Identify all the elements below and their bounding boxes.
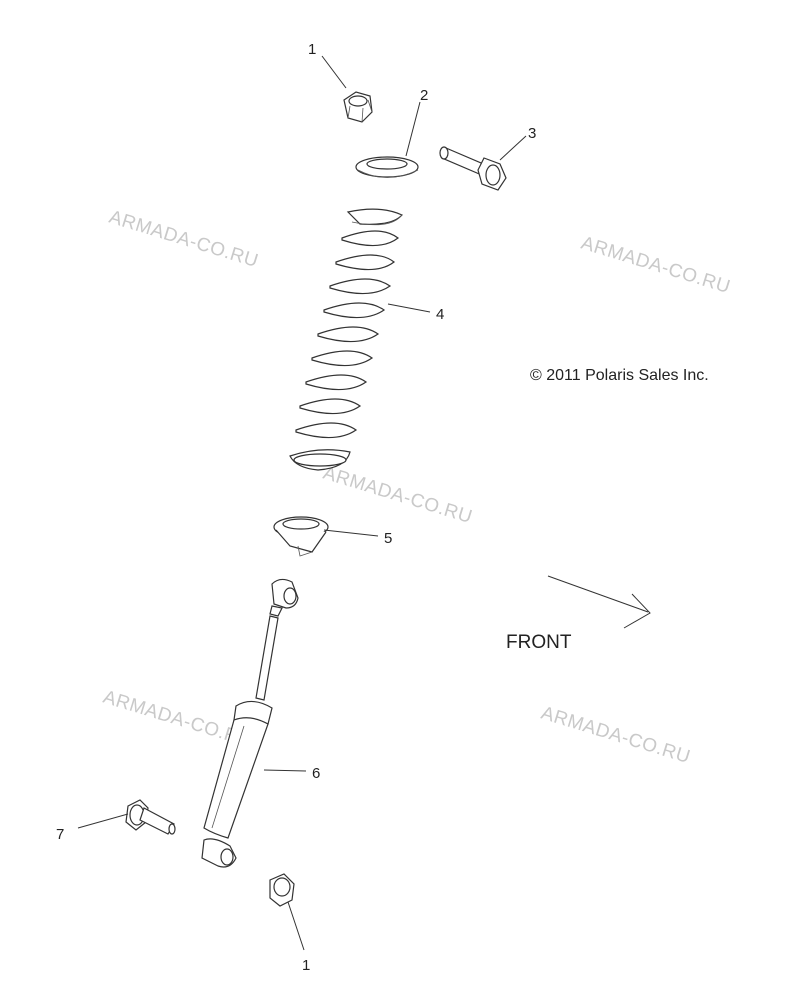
callout-1-top: 1	[308, 41, 316, 58]
callout-5: 5	[384, 530, 392, 547]
part-nut-bottom	[269, 873, 295, 907]
callout-6: 6	[312, 765, 320, 782]
watermark-5: ARMADA-CO.RU	[539, 703, 693, 768]
part-spring-seat	[273, 516, 329, 557]
callout-3: 3	[528, 125, 536, 142]
part-bolt-top	[439, 146, 507, 191]
part-washer	[355, 156, 419, 178]
part-coil-spring	[289, 208, 403, 471]
front-label: FRONT	[506, 632, 572, 653]
watermark-1: ARMADA-CO.RU	[107, 207, 261, 272]
watermark-2: ARMADA-CO.RU	[579, 233, 733, 298]
part-bolt-bottom	[125, 799, 176, 835]
callout-7: 7	[56, 826, 64, 843]
part-nut-top	[343, 91, 373, 123]
copyright-text: © 2011 Polaris Sales Inc.	[530, 367, 709, 384]
watermark-3: ARMADA-CO.RU	[321, 463, 475, 528]
part-shock-absorber	[201, 578, 299, 868]
callout-2: 2	[420, 87, 428, 104]
callout-1-bottom: 1	[302, 957, 310, 974]
front-arrow-icon	[547, 575, 651, 629]
callout-4: 4	[436, 306, 444, 323]
